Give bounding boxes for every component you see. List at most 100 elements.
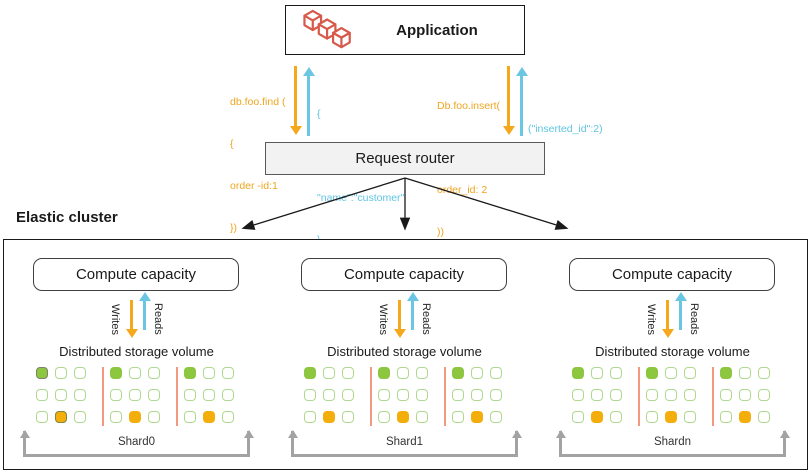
storage-block [378, 389, 390, 401]
storage-block [203, 367, 215, 379]
shard-label: Shard1 [385, 436, 424, 448]
storage-block [452, 389, 464, 401]
writes-label: Writes [109, 303, 121, 335]
storage-block [490, 389, 502, 401]
storage-block [184, 411, 196, 423]
router-fanout-arrows [241, 177, 569, 231]
replica-separator [712, 367, 714, 426]
storage-block [452, 411, 464, 423]
storage-block [665, 367, 677, 379]
storage-grid [304, 367, 505, 426]
storage-block [342, 411, 354, 423]
storage-block [591, 367, 603, 379]
storage-block [110, 389, 122, 401]
storage-block [378, 367, 390, 379]
storage-block [739, 367, 751, 379]
compute-capacity-label: Compute capacity [75, 266, 197, 283]
replica-separator [176, 367, 178, 426]
application-cubes-icon [303, 9, 351, 49]
storage-block [416, 389, 428, 401]
compute-capacity-label: Compute capacity [343, 266, 465, 283]
storage-block [572, 411, 584, 423]
storage-block [646, 389, 658, 401]
compute-capacity-node: Compute capacity [569, 258, 775, 291]
storage-block [591, 389, 603, 401]
replica-separator [444, 367, 446, 426]
storage-block [684, 389, 696, 401]
compute-capacity-label: Compute capacity [611, 266, 733, 283]
reads-label: Reads [152, 303, 164, 335]
replica-separator [370, 367, 372, 426]
replica-separator [102, 367, 104, 426]
writes-arrow [398, 300, 401, 330]
storage-block [148, 367, 160, 379]
storage-block [222, 389, 234, 401]
reads-label: Reads [688, 303, 700, 335]
storage-block [55, 411, 67, 423]
find-request-code: db.foo.find ( { order -id:1 }) [230, 96, 286, 234]
storage-block [304, 411, 316, 423]
shard-bracket [19, 424, 254, 457]
reads-arrow [143, 300, 146, 330]
storage-block [646, 411, 658, 423]
storage-block [720, 411, 732, 423]
storage-block [129, 389, 141, 401]
shard-bracket [555, 424, 790, 457]
request-router-label: Request router [355, 150, 455, 167]
storage-block [452, 367, 464, 379]
storage-block [665, 389, 677, 401]
storage-block [646, 367, 658, 379]
storage-block [684, 411, 696, 423]
reads-label: Reads [420, 303, 432, 335]
writes-arrow [666, 300, 669, 330]
writes-label: Writes [645, 303, 657, 335]
storage-block [74, 367, 86, 379]
storage-block [184, 389, 196, 401]
storage-block [471, 411, 483, 423]
storage-block [36, 367, 48, 379]
shard-label: Shardn [653, 436, 692, 448]
storage-block [758, 389, 770, 401]
distributed-storage-volume-label: Distributed storage volume [327, 344, 482, 359]
storage-block [222, 411, 234, 423]
insert-read-arrow [520, 75, 523, 136]
storage-block [416, 367, 428, 379]
storage-block [378, 411, 390, 423]
storage-block [720, 367, 732, 379]
storage-block [55, 389, 67, 401]
storage-block [591, 411, 603, 423]
insert-write-arrow [507, 66, 510, 127]
storage-block [222, 367, 234, 379]
storage-block [342, 367, 354, 379]
insert-request-code: Db.foo.insert( ( order_id: 2 )) [437, 100, 501, 238]
storage-block [416, 411, 428, 423]
writes-arrow [130, 300, 133, 330]
storage-block [397, 389, 409, 401]
storage-block [36, 411, 48, 423]
application-label: Application [396, 21, 478, 39]
find-read-arrow [307, 75, 310, 136]
storage-block [55, 367, 67, 379]
storage-block [203, 389, 215, 401]
shard-column-0: Compute capacity Writes Reads Distribute… [19, 252, 254, 462]
storage-block [110, 367, 122, 379]
storage-block [342, 389, 354, 401]
storage-block [610, 411, 622, 423]
storage-block [758, 367, 770, 379]
elastic-cluster-label: Elastic cluster [16, 209, 118, 226]
reads-arrow [411, 300, 414, 330]
storage-block [610, 389, 622, 401]
shard-column-1: Compute capacity Writes Reads Distribute… [287, 252, 522, 462]
insert-response-code: ("inserted_id":2) [528, 123, 603, 135]
storage-block [323, 411, 335, 423]
storage-block [323, 389, 335, 401]
storage-block [148, 389, 160, 401]
shard-label: Shard0 [117, 436, 156, 448]
storage-block [129, 367, 141, 379]
storage-block [148, 411, 160, 423]
storage-block [572, 367, 584, 379]
storage-block [110, 411, 122, 423]
storage-block [572, 389, 584, 401]
application-node: Application [285, 5, 525, 55]
storage-block [739, 389, 751, 401]
